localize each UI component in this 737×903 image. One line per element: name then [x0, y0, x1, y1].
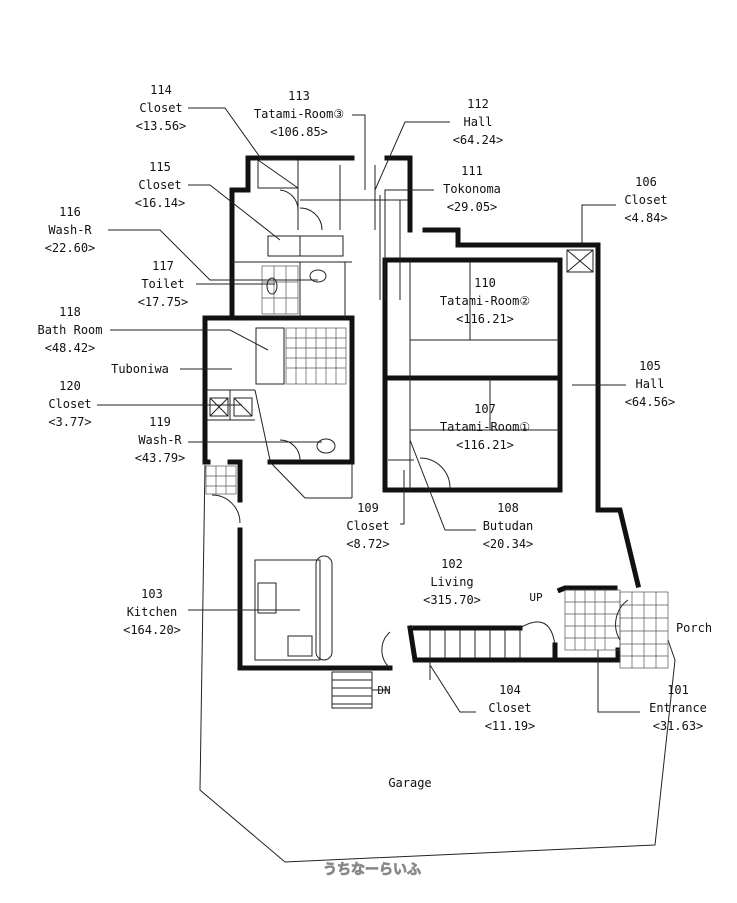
room-number: 101	[667, 683, 689, 697]
room-name: Tatami-Room③	[254, 107, 344, 121]
room-label-106: 106 Closet <4.84>	[624, 175, 667, 225]
exterior-walls	[202, 155, 642, 671]
room-area: <3.77>	[48, 415, 91, 429]
room-label-102: 102 Living <315.70>	[423, 557, 481, 607]
room-name: Bath Room	[37, 323, 102, 337]
room-name: Closet	[138, 178, 181, 192]
room-area: <43.79>	[135, 451, 186, 465]
room-area: <22.60>	[45, 241, 96, 255]
room-number: 120	[59, 379, 81, 393]
room-number: 110	[474, 276, 496, 290]
room-label-103: 103 Kitchen <164.20>	[123, 587, 181, 637]
room-area: <48.42>	[45, 341, 96, 355]
room-label-117: 117 Toilet <17.75>	[138, 259, 189, 309]
stair-down-label: DN	[377, 684, 390, 697]
room-area: <16.14>	[135, 196, 186, 210]
room-number: 111	[461, 164, 483, 178]
room-number: 103	[141, 587, 163, 601]
room-label-110: 110 Tatami-Room② <116.21>	[440, 276, 530, 326]
room-label-109: 109 Closet <8.72>	[346, 501, 389, 551]
room-name: Living	[430, 575, 473, 589]
leader-lines	[97, 107, 640, 713]
room-number: 117	[152, 259, 174, 273]
site-boundary	[199, 464, 676, 863]
room-area: <11.19>	[485, 719, 536, 733]
room-label-116: 116 Wash-R <22.60>	[45, 205, 96, 255]
room-number: 108	[497, 501, 519, 515]
room-label-112: 112 Hall <64.24>	[453, 97, 504, 147]
room-area: <164.20>	[123, 623, 181, 637]
room-name: Kitchen	[127, 605, 178, 619]
room-label-114: 114 Closet <13.56>	[136, 83, 187, 133]
room-name: Hall	[464, 115, 493, 129]
room-name: Closet	[624, 193, 667, 207]
room-number: 115	[149, 160, 171, 174]
room-name: Entrance	[649, 701, 707, 715]
room-name: Wash-R	[48, 223, 92, 237]
room-number: 113	[288, 89, 310, 103]
room-area: <13.56>	[136, 119, 187, 133]
watermark: うちなーらいふ	[323, 862, 421, 878]
room-label-119: 119 Wash-R <43.79>	[135, 415, 186, 465]
room-label-107: 107 Tatami-Room① <116.21>	[440, 402, 530, 452]
tuboniwa-label: Tuboniwa	[111, 362, 169, 376]
room-number: 112	[467, 97, 489, 111]
room-area: <31.63>	[653, 719, 704, 733]
room-area: <106.85>	[270, 125, 328, 139]
room-number: 104	[499, 683, 521, 697]
room-area: <8.72>	[346, 537, 389, 551]
room-area: <315.70>	[423, 593, 481, 607]
room-number: 116	[59, 205, 81, 219]
room-label-115: 115 Closet <16.14>	[135, 160, 186, 210]
room-name: Tokonoma	[443, 182, 501, 196]
room-area: <116.21>	[456, 312, 514, 326]
room-label-111: 111 Tokonoma <29.05>	[443, 164, 501, 214]
room-name: Closet	[488, 701, 531, 715]
room-label-104: 104 Closet <11.19>	[485, 683, 536, 733]
room-area: <17.75>	[138, 295, 189, 309]
room-number: 102	[441, 557, 463, 571]
room-name: Closet	[48, 397, 91, 411]
room-label-108: 108 Butudan <20.34>	[483, 501, 534, 551]
room-name: Toilet	[141, 277, 184, 291]
garage-label: Garage	[388, 776, 431, 790]
room-area: <64.56>	[625, 395, 676, 409]
room-number: 106	[635, 175, 657, 189]
room-name: Tatami-Room②	[440, 294, 530, 308]
room-label-120: 120 Closet <3.77>	[48, 379, 91, 429]
room-number: 114	[150, 83, 172, 97]
room-label-113: 113 Tatami-Room③ <106.85>	[254, 89, 344, 139]
room-area: <64.24>	[453, 133, 504, 147]
tile-grids	[205, 265, 669, 669]
room-area: <4.84>	[624, 211, 667, 225]
room-label-118: 118 Bath Room <48.42>	[37, 305, 102, 355]
room-name: Closet	[139, 101, 182, 115]
room-number: 105	[639, 359, 661, 373]
room-area: <20.34>	[483, 537, 534, 551]
room-number: 109	[357, 501, 379, 515]
room-number: 107	[474, 402, 496, 416]
fixtures	[209, 189, 629, 669]
room-label-105: 105 Hall <64.56>	[625, 359, 676, 409]
porch-label: Porch	[676, 621, 712, 635]
room-number: 119	[149, 415, 171, 429]
room-area: <29.05>	[447, 200, 498, 214]
room-number: 118	[59, 305, 81, 319]
room-label-101: 101 Entrance <31.63>	[649, 683, 707, 733]
room-area: <116.21>	[456, 438, 514, 452]
room-name: Closet	[346, 519, 389, 533]
room-name: Wash-R	[138, 433, 182, 447]
room-name: Butudan	[483, 519, 534, 533]
room-name: Hall	[636, 377, 665, 391]
room-name: Tatami-Room①	[440, 420, 530, 434]
stair-up-label: UP	[529, 591, 543, 604]
